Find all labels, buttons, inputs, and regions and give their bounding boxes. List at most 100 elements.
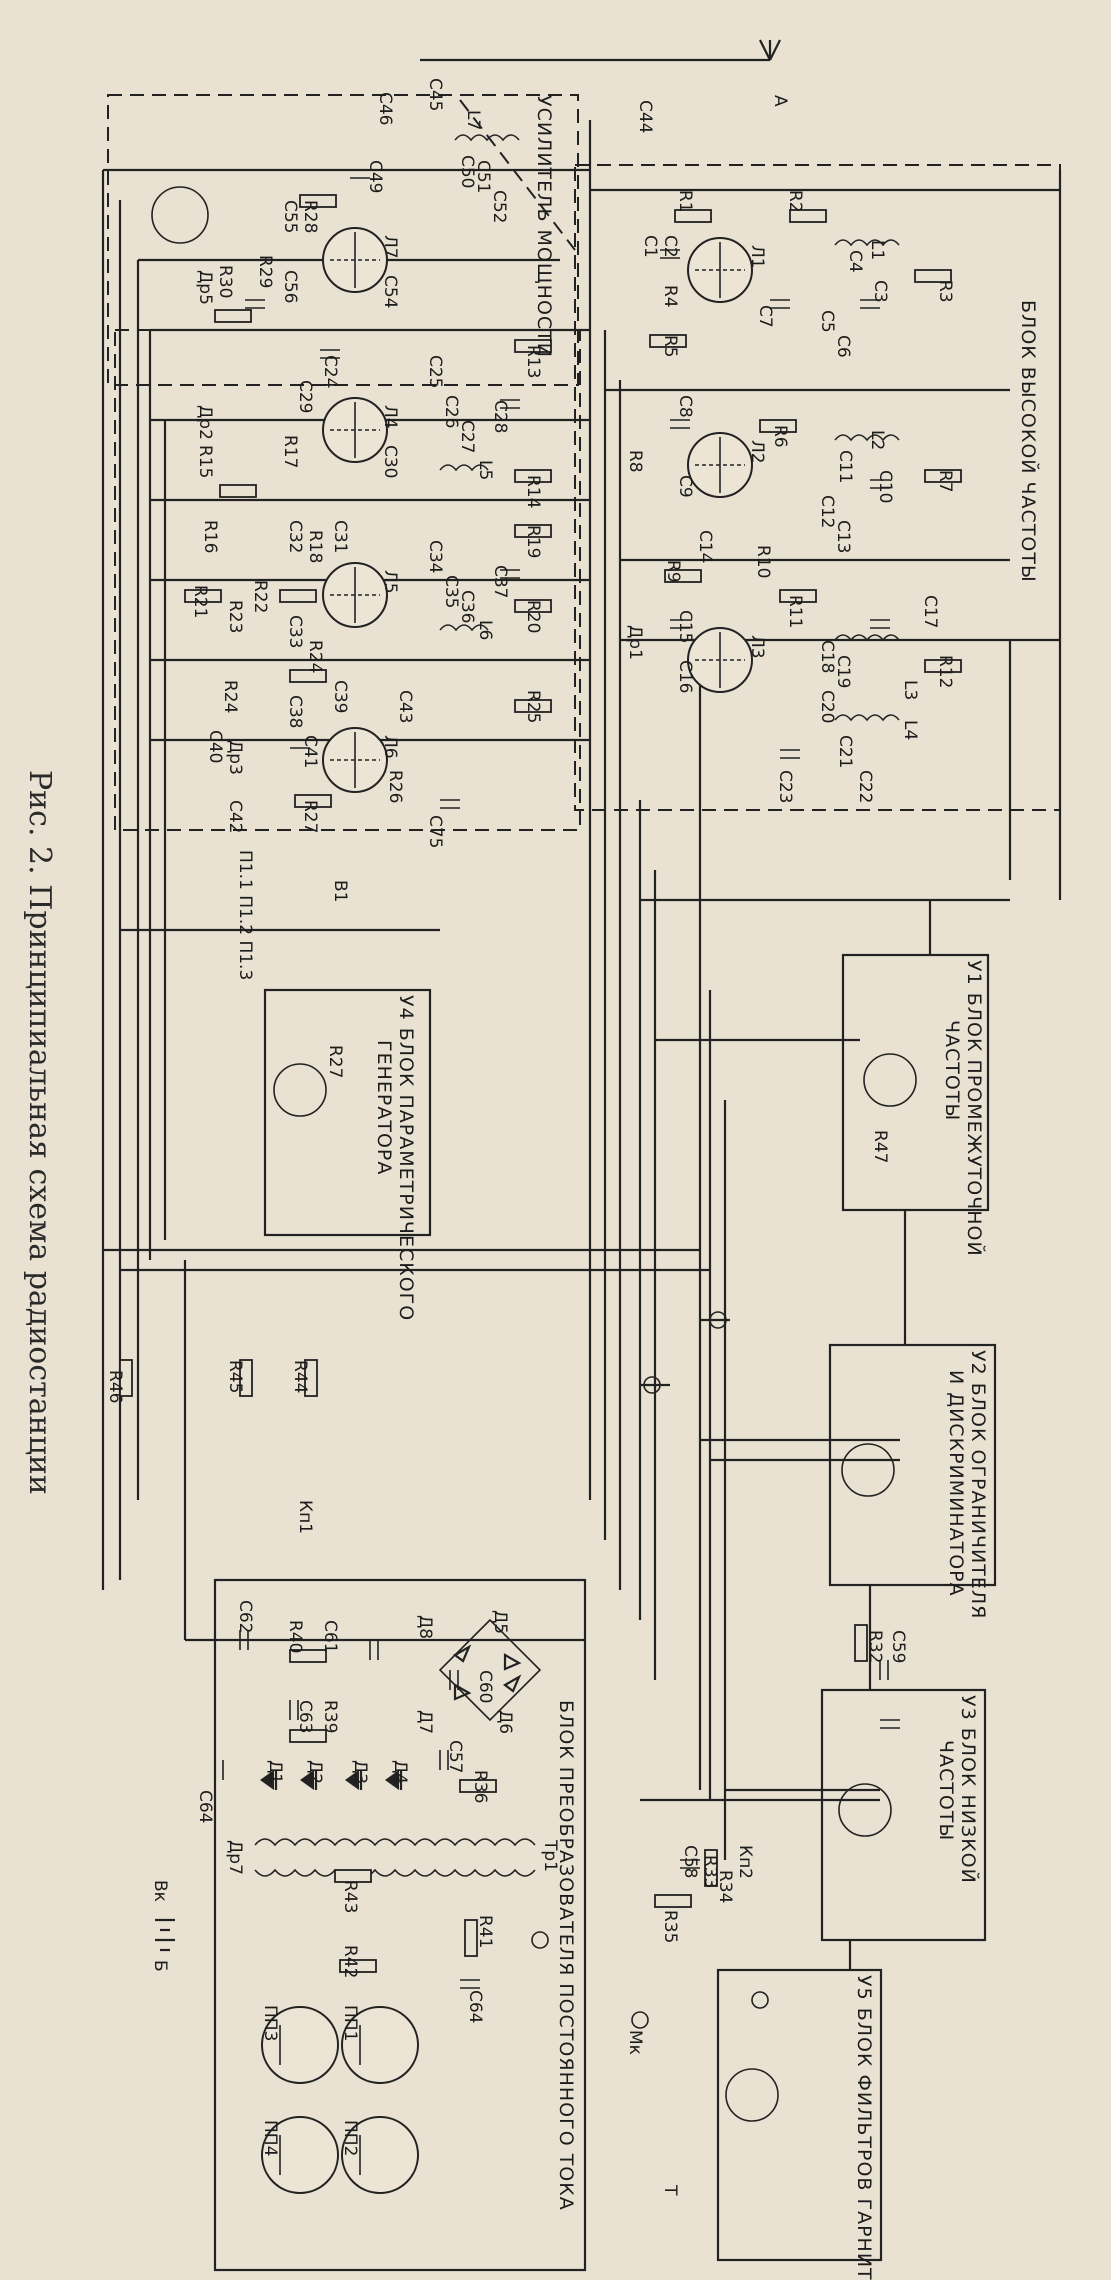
label-c9: C9 [675, 475, 695, 498]
label-r27: R26 [385, 770, 405, 803]
sub-blocks [213, 953, 997, 2272]
tube-L1: Л1 [687, 237, 767, 303]
label-c34: C34 [425, 540, 445, 574]
transistors [261, 2006, 419, 2194]
label-d4: Д4 [390, 1760, 410, 1784]
label-c55: C56 [280, 270, 300, 304]
battery [155, 1918, 175, 1952]
label-r8: R8 [625, 450, 645, 473]
label-battery: Б [150, 1960, 170, 1972]
label-c3: C3 [870, 280, 890, 303]
label-dr1: Др1 [625, 625, 645, 660]
lf-block-title-1: У3 БЛОК НИЗКОЙ [957, 1695, 980, 1884]
label-r16: R16 [200, 520, 220, 553]
label-pp4: ПП4 [260, 2120, 280, 2156]
label-phone: Т [660, 2184, 680, 2196]
resistor-r22 [279, 589, 317, 603]
capacitors [214, 169, 900, 1989]
label-r26: R25 [523, 690, 543, 723]
component-labels: C45 C46 C44 L7 C49 R28 C55 R29 C56 Др5 R… [105, 78, 955, 2196]
resistor-r46 [119, 1359, 133, 1397]
label-switch-contacts: П1.1 П1.2 П1.3 [235, 850, 255, 980]
coil-L3 [834, 634, 900, 642]
label-c28: C28 [490, 400, 510, 434]
label-c39: C39 [330, 680, 350, 714]
resistor-r33 [214, 309, 252, 323]
limiter-connector [841, 1443, 895, 1497]
label-c32: C32 [285, 520, 305, 554]
label-c7: C7 [755, 305, 775, 328]
label-r3: R3 [935, 280, 955, 303]
label-c21: C21 [835, 735, 855, 769]
label-c31: C31 [330, 520, 350, 554]
label-c30: C30 [380, 445, 400, 479]
param-gen-title-1: У4 БЛОК ПАРАМЕТРИЧЕСКОГО [395, 995, 417, 1321]
rectifier-diodes [260, 1770, 403, 1790]
label-r39: R39 [320, 1700, 340, 1733]
if-block-title-2: ЧАСТОТЫ [941, 1020, 963, 1121]
diode-bridge [438, 1618, 542, 1722]
label-r43: R43 [340, 1880, 360, 1913]
label-c11: C11 [835, 450, 855, 484]
label-c43: C43 [395, 690, 415, 724]
lf-block-title-2: ЧАСТОТЫ [935, 1740, 957, 1841]
tube-L2: Л2 [687, 432, 767, 498]
label-d5: Д5 [490, 1610, 510, 1634]
label-r36: R34 [715, 1870, 735, 1903]
label-c50: C50 [457, 155, 477, 189]
label-r11: R11 [785, 595, 805, 628]
label-l1: L1 [867, 240, 887, 260]
resistor-r45 [239, 1359, 253, 1397]
label-c8: C8 [675, 395, 695, 418]
label-c62: C63 [295, 1700, 315, 1734]
label-c29: C29 [295, 380, 315, 414]
label-d8: Д8 [415, 1615, 435, 1639]
label-r20: R20 [523, 600, 543, 633]
label-r6: R6 [770, 425, 790, 448]
label-c35: C35 [441, 575, 461, 609]
headset-connector [725, 2068, 779, 2122]
resistor-r14 [514, 469, 552, 483]
label-c61: C62 [235, 1600, 255, 1634]
label-r44: R44 [290, 1360, 310, 1393]
tubes: Л7 Л4 Л5 Л6 Л1 [322, 227, 767, 793]
label-c27: C27 [457, 420, 477, 454]
label-c15: C15 [675, 610, 695, 644]
hf-block-outline [574, 164, 1061, 811]
label-r33: R30 [215, 265, 235, 298]
headset-block-title: У5 БЛОК ФИЛЬТРОВ ГАРНИТУРЫ [853, 1975, 875, 2280]
param-gen-box [263, 988, 432, 1237]
label-r25: R24 [305, 640, 325, 673]
resistor-r16 [219, 484, 257, 498]
label-r2: R2 [785, 190, 805, 213]
pa-connector [151, 186, 209, 244]
label-c10: C10 [875, 470, 895, 504]
tube-label-l6: Л6 [380, 735, 400, 759]
label-l6: L6 [475, 620, 495, 640]
label-breaker: Вк [150, 1880, 170, 1902]
label-c2: C2 [660, 235, 680, 258]
label-d7: Д7 [415, 1710, 435, 1734]
label-c51: C51 [473, 160, 493, 194]
label-c49: C49 [365, 160, 385, 194]
resistor-r44 [304, 1359, 318, 1397]
label-dr2: Др2 [195, 405, 215, 440]
limiter-title-1: У2 БЛОК ОГРАНИЧИТЕЛЯ [967, 1350, 989, 1619]
tube-L4: Л4 [322, 397, 400, 463]
lf-block-box [820, 1688, 987, 1942]
label-r41: R41 [475, 1915, 495, 1948]
dc-converter-title: БЛОК ПРЕОБРАЗОВАТЕЛЯ ПОСТОЯННОГО ТОКА [555, 1700, 577, 2211]
label-c56: C57 [445, 1740, 465, 1774]
label-c45: C45 [425, 78, 445, 112]
label-c59: C60 [475, 1670, 495, 1704]
label-r40: R40 [285, 1620, 305, 1653]
tube-label-l4: Л4 [380, 405, 400, 429]
label-c4: C4 [845, 250, 865, 273]
resistor-r39 [289, 1729, 327, 1743]
resistor-r38 [459, 1779, 497, 1793]
label-r47: R47 [870, 1130, 890, 1163]
label-mic: Мк [625, 2030, 645, 2055]
label-c17: C17 [920, 595, 940, 629]
label-r5: R5 [660, 335, 680, 358]
